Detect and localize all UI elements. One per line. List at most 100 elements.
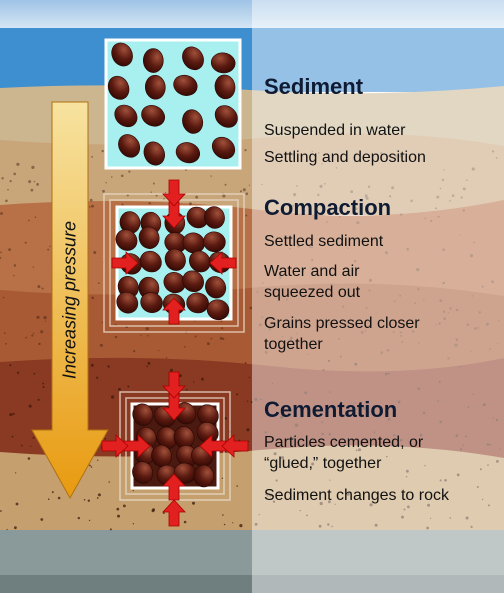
speckle xyxy=(261,316,264,319)
speckle xyxy=(347,247,349,249)
speckle xyxy=(102,189,105,193)
speckle xyxy=(417,288,420,291)
speckle xyxy=(481,285,484,288)
speckle xyxy=(335,167,338,169)
speckle xyxy=(20,444,23,447)
speckle xyxy=(9,364,12,367)
speckle xyxy=(319,441,321,444)
speckle xyxy=(327,523,330,526)
speckle xyxy=(318,339,320,342)
speckle xyxy=(385,415,387,417)
speckle xyxy=(329,391,331,393)
speckle xyxy=(327,359,330,362)
speckle xyxy=(437,215,440,218)
speckle xyxy=(447,312,449,314)
speckle xyxy=(272,500,276,503)
speckle xyxy=(289,247,291,250)
speckle xyxy=(294,423,299,427)
grain xyxy=(211,136,236,160)
grain xyxy=(107,75,130,100)
speckle xyxy=(364,194,368,198)
speckle xyxy=(224,183,227,186)
speckle xyxy=(410,199,413,203)
compaction-grains xyxy=(115,206,231,321)
speckle xyxy=(459,366,462,368)
speckle xyxy=(185,388,188,391)
speckle xyxy=(380,152,383,155)
grain xyxy=(139,250,162,273)
speckle xyxy=(37,398,40,401)
speckle xyxy=(210,175,212,177)
speckle xyxy=(319,501,323,506)
speckle xyxy=(388,372,390,375)
speckle xyxy=(184,346,186,348)
speckle xyxy=(244,149,247,152)
speckle xyxy=(254,397,258,401)
speckle xyxy=(419,433,423,437)
speckle xyxy=(158,349,160,352)
speckle xyxy=(439,479,442,482)
speckle xyxy=(148,202,151,205)
speckle xyxy=(25,336,28,339)
speckle xyxy=(317,152,320,154)
speckle xyxy=(476,486,479,488)
speckle xyxy=(101,322,104,324)
speckle xyxy=(17,371,20,374)
speckle xyxy=(6,528,8,531)
speckle xyxy=(492,417,494,419)
grain xyxy=(173,74,198,96)
speckle xyxy=(487,464,489,466)
speckle xyxy=(471,167,475,171)
speckle xyxy=(414,302,416,305)
speckle xyxy=(355,449,358,452)
speckle xyxy=(114,335,118,339)
speckle xyxy=(459,448,463,451)
speckle xyxy=(244,362,247,364)
speckle xyxy=(447,357,450,360)
speckle xyxy=(311,259,314,262)
speckle xyxy=(38,342,41,346)
speckle xyxy=(273,452,277,456)
speckle xyxy=(355,408,357,410)
grain xyxy=(163,272,186,294)
speckle xyxy=(36,315,40,319)
speckle xyxy=(9,413,13,417)
speckle xyxy=(258,323,262,327)
speckle xyxy=(90,466,93,468)
speckle xyxy=(462,187,466,191)
speckle xyxy=(97,493,101,497)
speckle xyxy=(266,495,269,497)
speckle xyxy=(367,400,369,402)
speckle xyxy=(458,234,460,236)
speckle xyxy=(401,340,404,343)
speckle xyxy=(392,331,395,333)
speckle xyxy=(358,402,361,405)
speckle xyxy=(31,334,34,337)
speckle xyxy=(439,420,442,424)
speckle xyxy=(354,362,358,366)
speckle xyxy=(386,455,388,458)
speckle xyxy=(455,434,459,438)
speckle xyxy=(439,187,442,190)
speckle xyxy=(14,526,17,530)
speckle xyxy=(472,393,474,396)
speckle xyxy=(128,170,131,173)
speckle xyxy=(194,320,196,322)
speckle xyxy=(207,342,210,346)
grain xyxy=(206,299,230,321)
grain xyxy=(164,248,186,271)
speckle xyxy=(299,509,301,512)
speckle xyxy=(232,522,234,524)
speckle xyxy=(310,340,313,343)
speckle xyxy=(388,195,392,198)
increasing-pressure-arrow xyxy=(31,101,109,500)
grain xyxy=(175,142,201,164)
speckle xyxy=(108,481,110,483)
speckle xyxy=(489,347,491,350)
speckle xyxy=(473,241,476,244)
speckle xyxy=(33,372,36,375)
pressure-arrow xyxy=(162,297,186,325)
grain xyxy=(132,403,154,426)
speckle xyxy=(236,485,238,487)
speckle xyxy=(471,295,474,297)
